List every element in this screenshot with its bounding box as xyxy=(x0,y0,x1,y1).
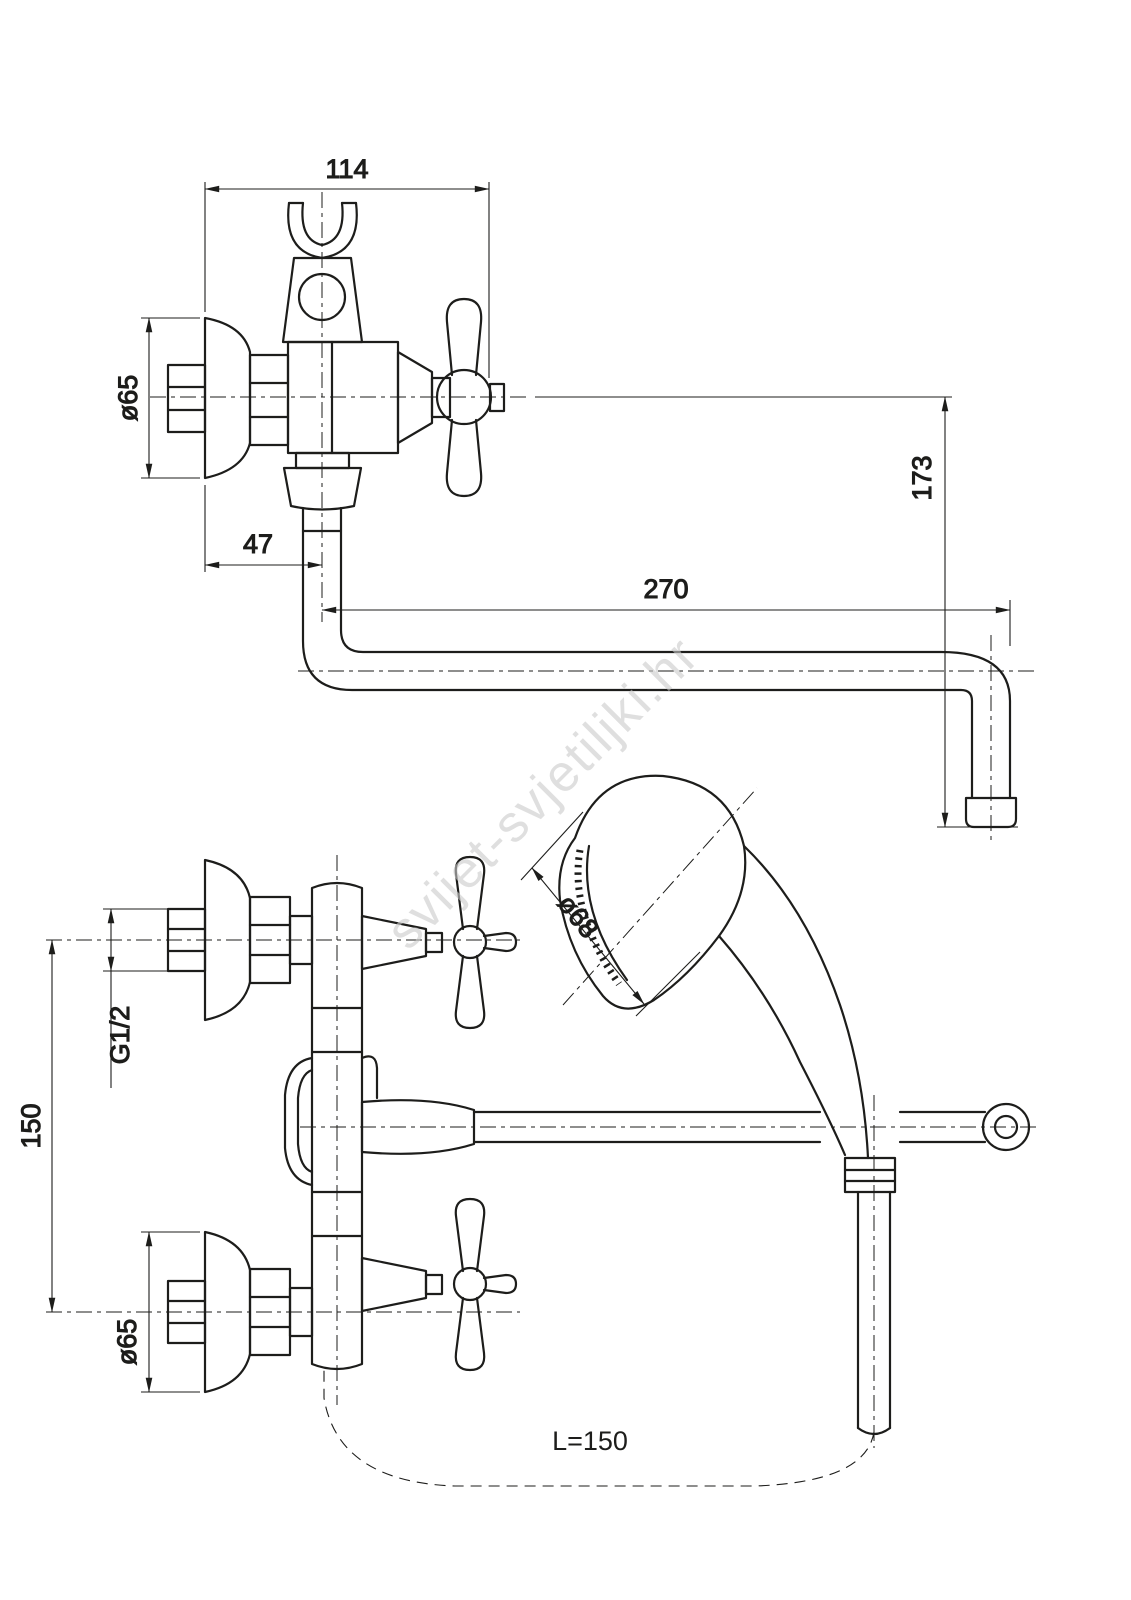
hose-length-label: L=150 xyxy=(552,1426,628,1456)
dimension-dia65-bottom: ø65 xyxy=(111,1231,200,1393)
wall-flange-bottom-front xyxy=(166,1230,314,1394)
cross-handle-hot xyxy=(360,855,518,1030)
front-view: 150 G1/2 ø65 ø68 L=150 xyxy=(15,774,1040,1487)
dimension-150: 150 xyxy=(15,939,56,1313)
cross-handle-cold xyxy=(360,1197,518,1372)
mixer-body-front xyxy=(283,881,379,1371)
dimension-114: 114 xyxy=(204,153,490,378)
dim-label-173: 173 xyxy=(907,455,937,500)
hose-loop-dashed xyxy=(323,1370,875,1487)
spout-side-view xyxy=(282,451,1018,829)
spout-front-view xyxy=(360,1099,1031,1155)
dim-label-114: 114 xyxy=(325,154,368,184)
dimension-g12: G1/2 xyxy=(103,908,168,1088)
dimension-dia65-top: ø65 xyxy=(112,317,200,479)
hand-shower xyxy=(558,774,870,1160)
dimension-47: 47 xyxy=(204,485,323,572)
dimension-173: 173 xyxy=(535,396,1018,828)
dim-label-150: 150 xyxy=(16,1103,46,1148)
cross-handle-side-view xyxy=(435,297,506,498)
dim-label-g12: G1/2 xyxy=(105,1006,135,1065)
side-view: 114 ø65 47 270 173 xyxy=(112,153,1038,845)
centerlines-side-view xyxy=(150,192,1038,845)
dim-label-47: 47 xyxy=(243,529,273,559)
dim-label-dia65-bottom: ø65 xyxy=(112,1319,142,1366)
wall-flange-side-view xyxy=(166,316,290,480)
shower-hose xyxy=(323,1156,897,1487)
dim-label-dia65-top: ø65 xyxy=(113,375,143,422)
dim-label-270: 270 xyxy=(643,574,688,604)
dimension-270: 270 xyxy=(321,573,1011,646)
wall-flange-top-front xyxy=(166,858,314,1022)
watermark-text: svijet-svjetiljki.hr xyxy=(376,626,711,961)
shower-holder-fork xyxy=(281,201,364,344)
